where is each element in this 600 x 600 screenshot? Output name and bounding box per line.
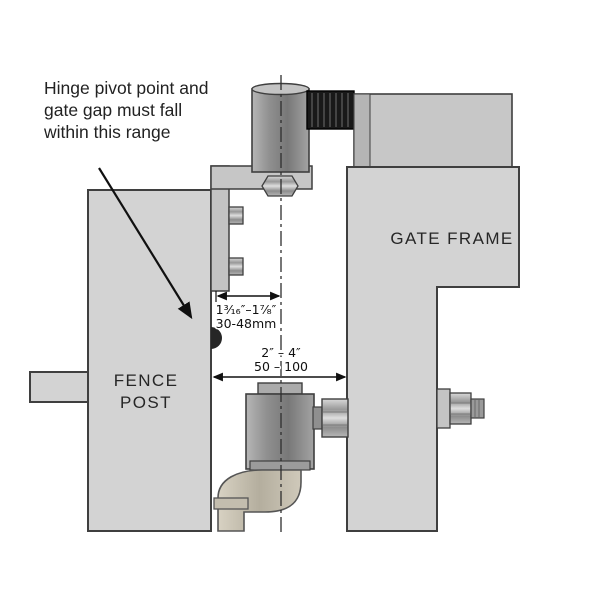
closer-bottom-ring bbox=[249, 460, 311, 471]
closer-cylinder bbox=[245, 393, 315, 470]
gate-gap-metric: 50 – 100 bbox=[254, 359, 308, 374]
frame-right-fitting bbox=[436, 388, 485, 429]
gate-frame-shape bbox=[346, 166, 520, 532]
hinge-adjuster bbox=[306, 90, 355, 130]
gate-gap-imperial: 2″ – 4″ bbox=[261, 345, 301, 360]
fence-post-label-line2: POST bbox=[120, 393, 172, 412]
dimension-gate-gap: 2″ – 4″ 50 – 100 bbox=[212, 344, 347, 382]
fitting-thread bbox=[470, 398, 485, 419]
adjuster-ribs bbox=[311, 93, 349, 127]
hinge-arm-nut bbox=[261, 175, 299, 197]
annotation-line-3: within this range bbox=[43, 122, 170, 142]
hinge-gap-imperial: 1³⁄₁₆″–1⁷⁄₈″ bbox=[216, 302, 277, 317]
fence-post-shape bbox=[87, 189, 212, 532]
fitting-washer bbox=[436, 388, 451, 429]
annotation-line-1: Hinge pivot point and bbox=[44, 78, 208, 98]
gate-frame-label: GATE FRAME bbox=[390, 229, 513, 248]
dimension-hinge-gap: 1³⁄₁₆″–1⁷⁄₈″ 30-48mm bbox=[214, 291, 281, 333]
fitting-hex bbox=[449, 392, 472, 425]
pipe-collar bbox=[213, 497, 249, 510]
closer-hex-nut bbox=[321, 398, 349, 438]
gate-closer bbox=[213, 382, 349, 532]
annotation-line-2: gate gap must fall bbox=[44, 100, 182, 120]
pivot-point-marker bbox=[211, 327, 222, 349]
annotation-note: Hinge pivot point and gate gap must fall… bbox=[43, 78, 208, 320]
hinge-mount-plate bbox=[210, 165, 244, 292]
bracket-body bbox=[353, 93, 513, 168]
closer-elbow-pipe bbox=[217, 469, 302, 532]
hinge-gap-metric: 30-48mm bbox=[216, 316, 277, 331]
fence-post-label-line1: FENCE bbox=[114, 371, 179, 390]
fence-rail bbox=[29, 371, 91, 403]
bracket-edge bbox=[353, 93, 371, 168]
hinge-bracket bbox=[353, 93, 513, 168]
hinge-bolt-lower bbox=[228, 257, 244, 276]
closer-cap bbox=[257, 382, 303, 395]
leader-arrow bbox=[98, 167, 193, 320]
hinge-bolt-upper bbox=[228, 206, 244, 225]
closer-neck bbox=[312, 406, 323, 430]
